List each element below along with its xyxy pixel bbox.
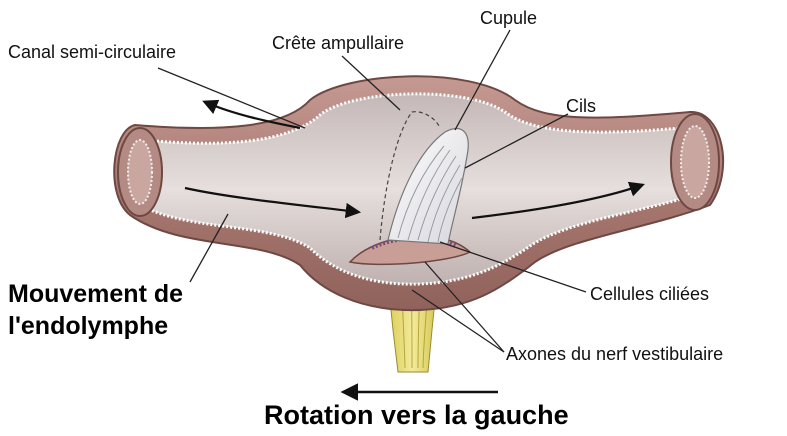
heading-rotation: Rotation vers la gauche [264,400,569,431]
heading-mouvement-line1: Mouvement de [8,280,183,309]
leader-canal [158,68,305,128]
label-cellules-ciliees: Cellules ciliées [590,284,709,304]
label-axones-nerf-vestibulaire: Axones du nerf vestibulaire [506,344,723,364]
label-crete-ampullaire: Crête ampullaire [272,33,404,53]
label-canal-semi-circulaire: Canal semi-circulaire [8,42,176,62]
label-cils: Cils [566,96,596,116]
heading-mouvement-line2: l'endolymphe [8,312,168,341]
label-cupule: Cupule [480,8,537,28]
